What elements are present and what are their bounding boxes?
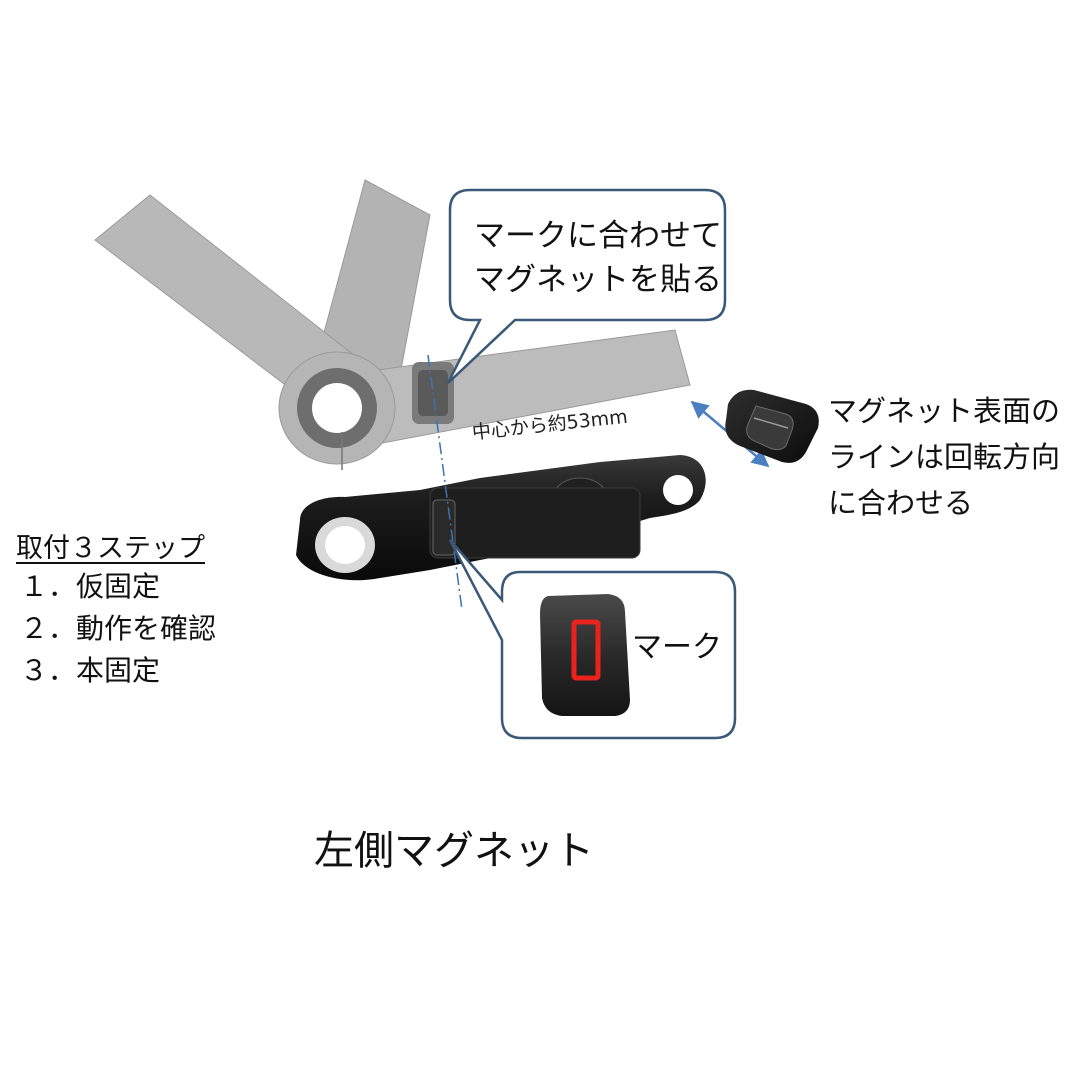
callout-top-line-1: マークに合わせて: [474, 218, 722, 254]
bottom-bracket-hole: [312, 383, 362, 433]
side-note-line-3: に合わせる: [828, 486, 974, 520]
callout-top-bubble: [446, 188, 727, 384]
callout-top-text: マークに合わせて マグネットを貼る: [474, 214, 722, 302]
alignment-guide-line: [427, 354, 463, 611]
callout-top-line-2: マグネットを貼る: [474, 262, 722, 298]
crank-arm: [296, 455, 706, 581]
steps-title: 取付３ステップ: [16, 533, 205, 564]
side-note: マグネット表面の ラインは回転方向 に合わせる: [828, 388, 1060, 526]
red-mark: [571, 619, 601, 681]
magnet-surface-detail: [725, 389, 819, 463]
step-item-2: ２．動作を確認: [20, 612, 217, 645]
step-item-1: １．仮固定: [20, 570, 161, 603]
step-item-3: ３．本固定: [20, 654, 161, 687]
steps-list: １．仮固定 ２．動作を確認 ３．本固定: [20, 566, 216, 692]
callout-mark-bubble: [448, 539, 737, 740]
side-note-line-1: マグネット表面の: [828, 394, 1061, 428]
side-note-line-2: ラインは回転方向: [828, 440, 1061, 474]
caption: 左側マグネット: [314, 828, 594, 874]
mark-label: マーク: [632, 630, 722, 665]
